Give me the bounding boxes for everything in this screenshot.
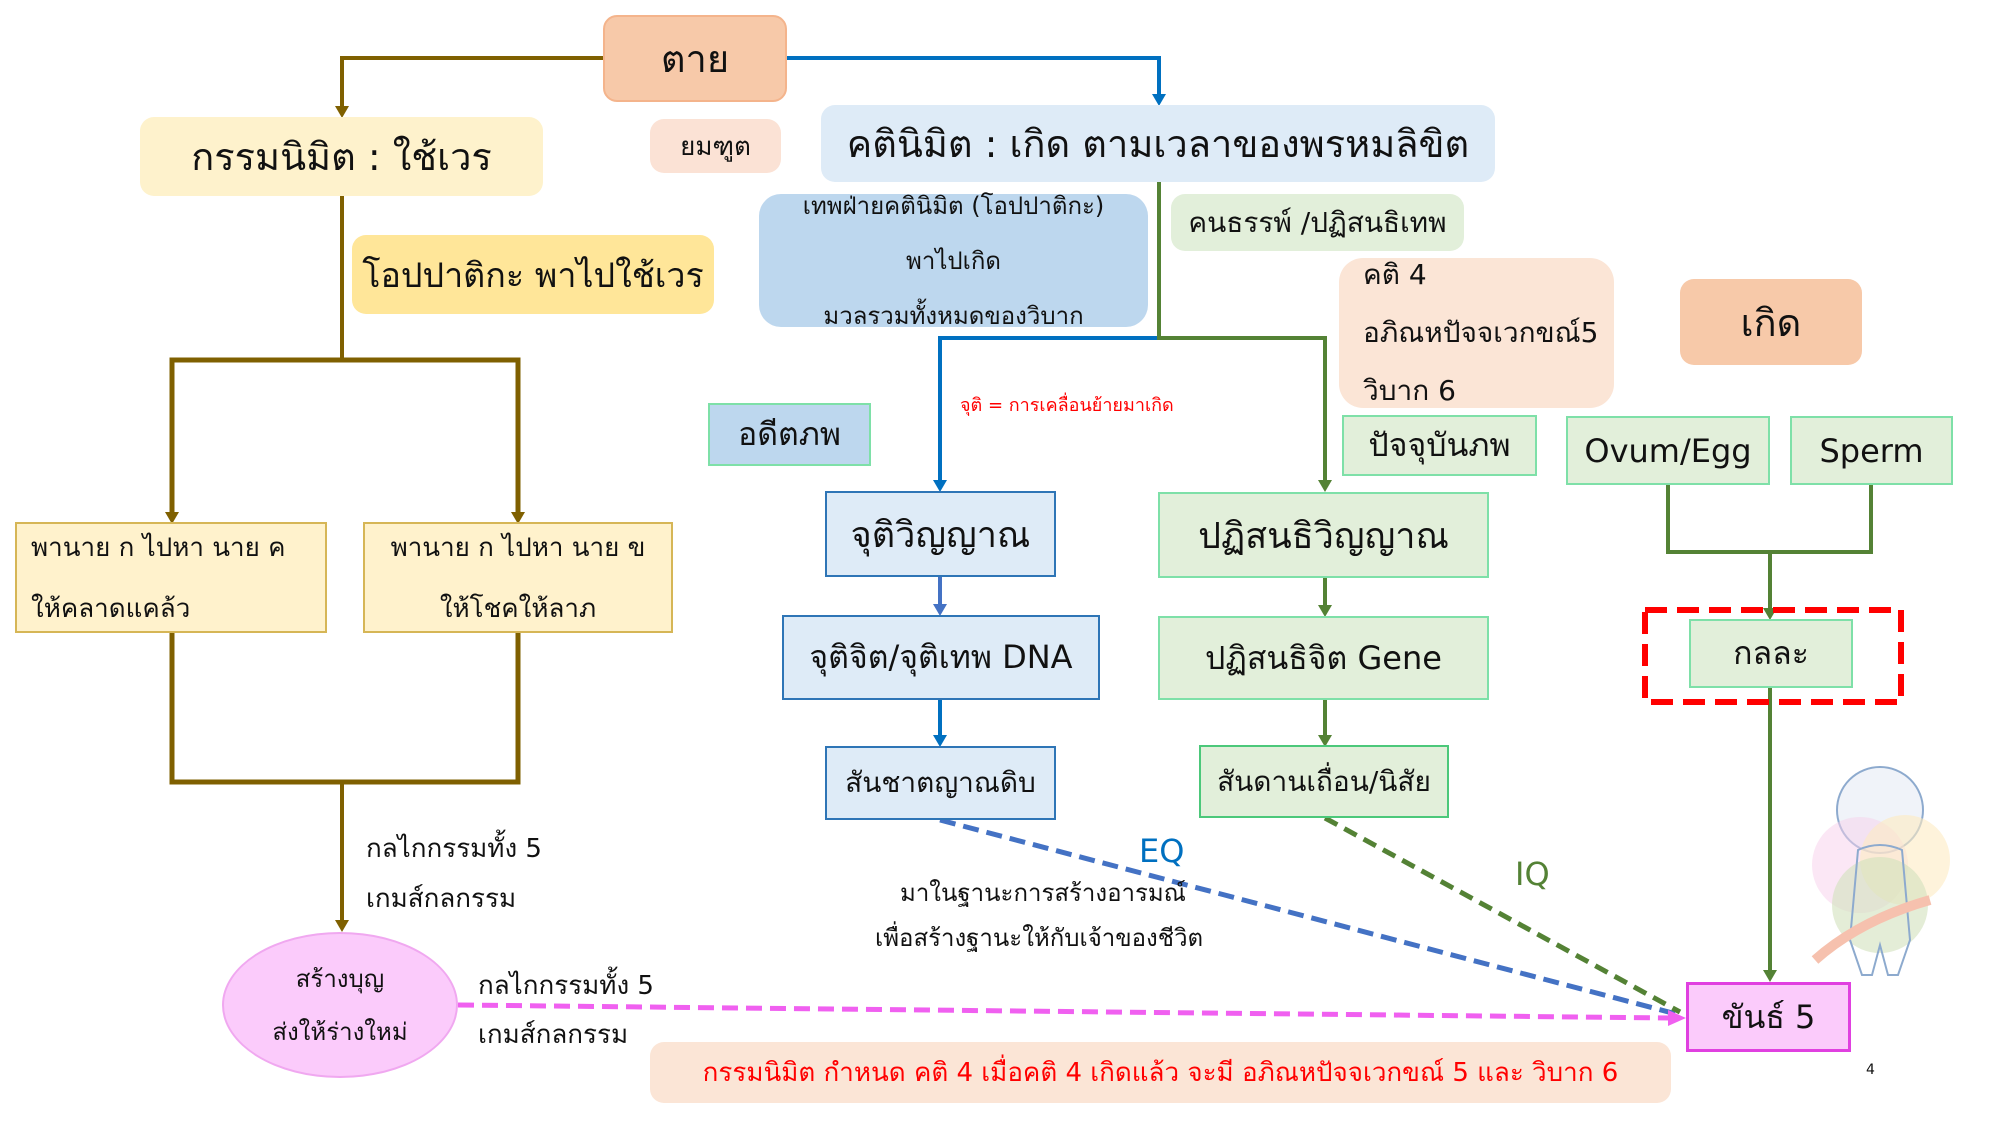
cuti-note: จุติ = การเคลื่อนย้ายมาเกิด (960, 395, 1174, 416)
opapatika-debt-node: โอปปาติกะ พาไปใช้เวร (352, 235, 714, 314)
mechanism-note-1-line1: กลไกกรรมทั้ง 5 (366, 834, 542, 864)
present-life-node: ปัจจุบันภพ (1342, 415, 1537, 476)
gati-nimitta-node: คตินิมิต : เกิด ตามเวลาของพรหมลิขิต (821, 105, 1495, 182)
case-b-node: พานาย ก ไปหา นาย ข ให้โชคให้ลาภ (363, 522, 673, 633)
merit-dashed-arrow (457, 1002, 1673, 1021)
page-number: 4 (1866, 1062, 1875, 1078)
past-life-node: อดีตภพ (708, 403, 871, 466)
kalala-highlight (1642, 607, 1904, 705)
emotion-note-line1: มาในฐานะการสร้างอารมณ์ (900, 879, 1186, 907)
line-gati-trunk (1157, 182, 1327, 482)
mechanism-note-1-line2: เกมส์กลกรรม (366, 884, 517, 914)
kalala-node: กลละ (1689, 619, 1853, 688)
cuti-citta-node: จุติจิต/จุติเทพ DNA (782, 615, 1100, 700)
patisandhi-citta-node: ปฏิสนธิจิต Gene (1158, 616, 1489, 700)
line-kamma-branch (169, 357, 521, 515)
eq-dashed-arrow (939, 817, 1681, 1018)
gati4-node: คติ 4 อภิณหปัจจเวกขณ์5 วิบาก 6 (1339, 258, 1614, 408)
line-ovum-sperm-join (1666, 485, 1873, 554)
line-to-cuti (938, 336, 1159, 482)
human-figure-illustration (1811, 766, 1950, 976)
cuti-vinnana-node: จุติวิญญาณ (825, 491, 1056, 577)
line-death-to-kamma (340, 56, 603, 108)
line-death-to-gati (787, 56, 1161, 96)
patisandhi-vinnana-node: ปฏิสนธิวิญญาณ (1158, 492, 1489, 578)
iq-label: IQ (1515, 855, 1550, 893)
mechanism-note-2-line1: กลไกกรรมทั้ง 5 (478, 971, 654, 1001)
sperm-node: Sperm (1790, 416, 1953, 485)
eq-label: EQ (1139, 832, 1185, 870)
birth-node: เกิด (1680, 279, 1862, 365)
summary-banner: กรรมนิมิต กำหนด คติ 4 เมื่อคติ 4 เกิดแล้… (650, 1042, 1671, 1103)
death-node: ตาย (603, 15, 787, 102)
yamaduta-node: ยมฑูต (650, 119, 781, 173)
iq-dashed-arrow (1323, 815, 1682, 1015)
instinct-node: สันชาตญาณดิบ (825, 746, 1056, 820)
merit-node: สร้างบุญ ส่งให้ร่างใหม่ (222, 932, 458, 1078)
case-c-node: พานาย ก ไปหา นาย ค ให้คลาดแคล้ว (15, 522, 327, 633)
habit-node: สันดานเถื่อน/นิสัย (1199, 745, 1449, 818)
emotion-note-line2: เพื่อสร้างฐานะให้กับเจ้าของชีวิต (875, 924, 1204, 952)
kamma-nimitta-node: กรรมนิมิต : ใช้เวร (140, 117, 543, 196)
ovum-node: Ovum/Egg (1566, 416, 1770, 485)
deva-node: เทพฝ่ายคตินิมิต (โอปปาติกะ) พาไปเกิด มวล… (759, 192, 1148, 330)
line-cases-join (169, 633, 521, 785)
mechanism-note-2-line2: เกมส์กลกรรม (478, 1020, 629, 1050)
khandha5-node: ขันธ์ 5 (1686, 982, 1851, 1052)
gandhabba-node: คนธรรพ์ /ปฏิสนธิเทพ (1171, 194, 1464, 251)
